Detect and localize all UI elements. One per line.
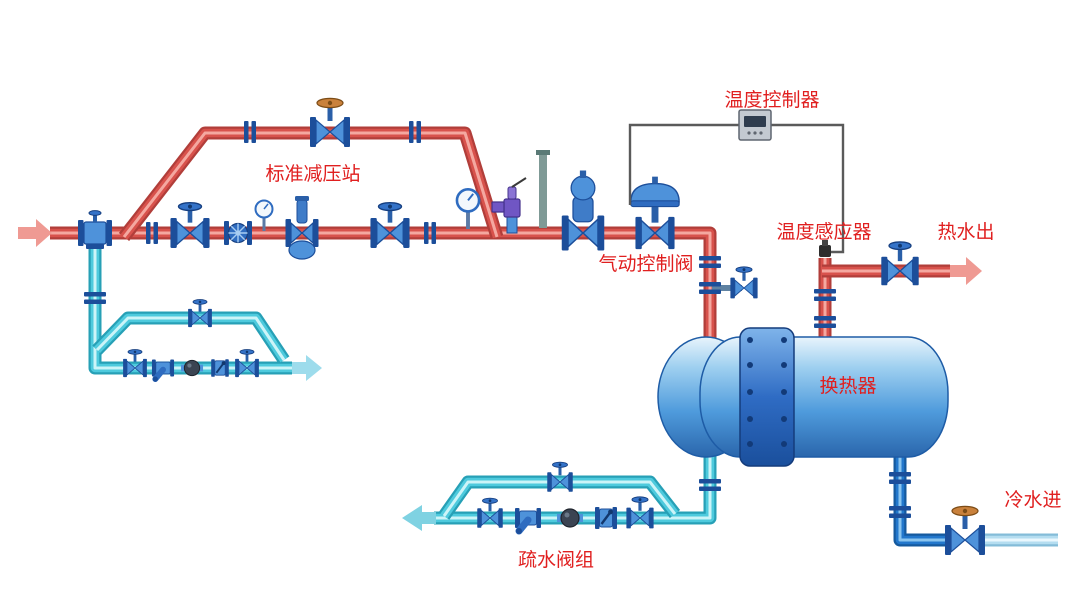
secondary-line-pipe: [95, 242, 292, 368]
steam-bypass-pipe-mid: [124, 133, 497, 237]
handwheel-valve-icon: [223, 220, 253, 246]
temperature-controller-icon: [738, 109, 772, 141]
inlet-tee-valve-icon: [77, 210, 113, 250]
check-valve-icon: [210, 358, 230, 378]
cold-water-inlet-valve-icon: [944, 505, 986, 556]
label-trap-group: 疏水阀组: [518, 549, 594, 571]
steam-main-pipe-highlight: [48, 231, 712, 354]
steam-main-pipe-mid: [50, 233, 710, 352]
condensate-pipes: [95, 242, 710, 518]
control-signal-wire: [628, 123, 845, 254]
label-pneumatic-control-valve: 气动控制阀: [598, 253, 693, 275]
steam-bypass-pipe-highlight: [122, 131, 499, 239]
condensate-out-arrow-icon: [402, 505, 436, 531]
label-prv-station: 标准减压站: [265, 163, 360, 185]
vent-valve-icon: [729, 266, 759, 299]
label-heat-exchanger: 换热器: [819, 375, 876, 397]
pressure-gauge-icon: [254, 199, 274, 233]
steam-bypass-pipe: [124, 133, 497, 237]
heat-exchanger-shell: [699, 336, 949, 458]
secondary-line-pipe-highlight: [93, 240, 294, 370]
label-cold-water-in: 冷水进: [1004, 489, 1061, 511]
y-strainer-icon: [515, 508, 541, 534]
bypass-gate-valve-icon: [309, 97, 351, 148]
label-temperature-controller: 温度控制器: [724, 89, 819, 111]
y-strainer-icon: [152, 360, 174, 382]
gate-valve-icon: [169, 201, 211, 249]
gate-valve-icon: [369, 201, 411, 249]
steam-main-pipe: [50, 233, 710, 352]
heat-exchanger-flange-band: [739, 327, 795, 467]
secondary-out-arrow-icon: [292, 355, 322, 381]
check-valve-icon: [593, 505, 619, 531]
hot-water-outlet-valve-icon: [880, 241, 920, 286]
heat-exchanger-bolts: [747, 337, 787, 447]
heat-exchanger: [657, 327, 949, 467]
steam-inlet-arrow-icon: [18, 219, 52, 247]
label-temperature-sensor: 温度感应器: [776, 221, 871, 243]
hot-water-out-arrow-icon: [950, 257, 982, 285]
discharge-stack-cap: [536, 150, 550, 155]
label-hot-water-out: 热水出: [937, 221, 994, 243]
pressure-gauge-icon: [455, 187, 481, 231]
secondary-line-pipe-mid: [95, 242, 292, 368]
